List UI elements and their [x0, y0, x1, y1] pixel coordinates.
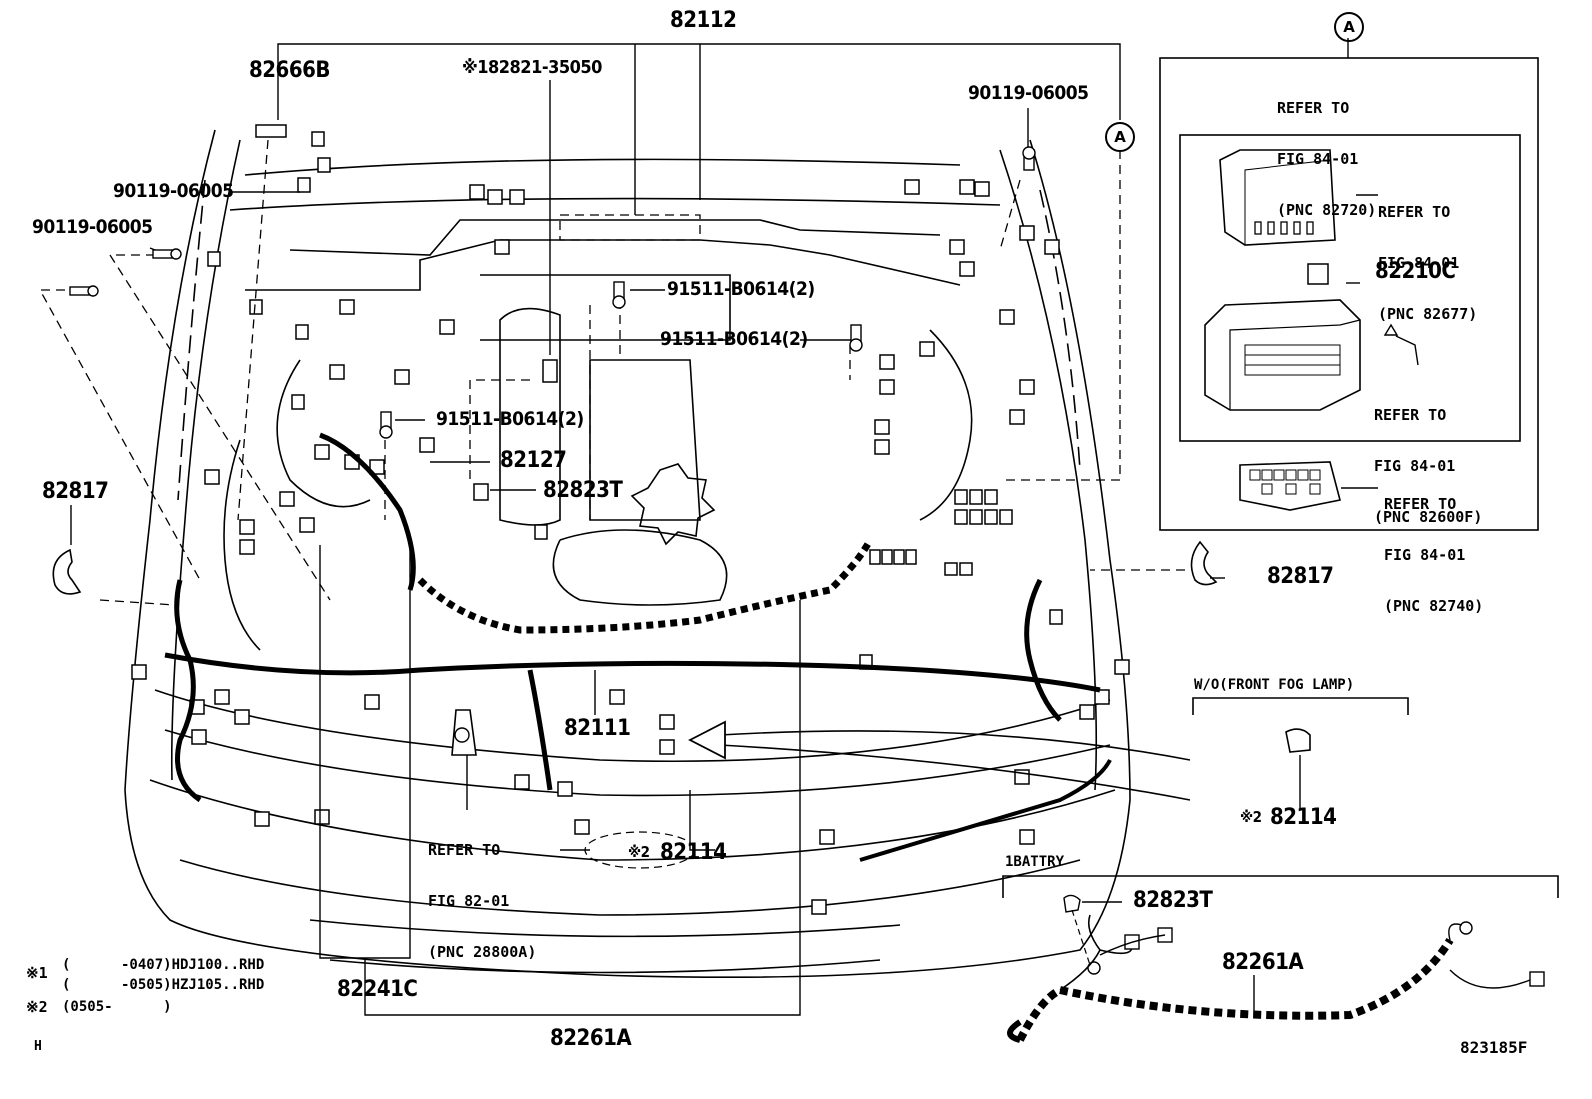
label-82666B: 82666B — [249, 58, 330, 83]
refer-line-3: (PNC 28800A) — [428, 943, 537, 961]
refer-82600F-line-2: FIG 84-01 — [1374, 457, 1456, 475]
clamp-82817-left — [52, 548, 82, 595]
relay-block-82677 — [1219, 149, 1336, 246]
refer-82720-line-2: FIG 84-01 — [1277, 150, 1359, 168]
label-90119-left-2: 90119-06005 — [32, 216, 153, 238]
fog-arrow-head — [688, 720, 726, 760]
label-82817-right: 82817 — [1267, 564, 1334, 589]
drawing-number: 823185F — [1460, 1038, 1528, 1057]
horn-connector — [451, 709, 477, 756]
clip-part — [1383, 323, 1399, 336]
label-82114-fog-mark: ※2 — [1240, 808, 1262, 826]
label-91511-b: 91511-B0614(2) — [660, 328, 808, 350]
relay-82210C — [1307, 263, 1329, 285]
refer-line-2: FIG 82-01 — [428, 892, 510, 910]
refer-82600F-line-3: (PNC 82600F) — [1374, 508, 1483, 526]
refer-82740: REFER TO FIG 84-01 (PNC 82740) — [1384, 462, 1483, 632]
inset-a — [1159, 38, 1539, 531]
horn-area-outline — [584, 831, 696, 869]
refer-line-1: REFER TO — [428, 841, 501, 859]
refer-fig-82-01: REFER TO FIG 82-01 (PNC 28800A) — [428, 808, 536, 978]
refer-82677-line-1: REFER TO — [1378, 203, 1451, 221]
refer-82677: REFER TO FIG 84-01 (PNC 82677) — [1378, 170, 1477, 340]
note2-mark: ※2 — [26, 998, 48, 1016]
label-82823T-battery: 82823T — [1133, 888, 1213, 913]
label-91511-c: 91511-B0614(2) — [436, 408, 584, 430]
label-82817-left: 82817 — [42, 479, 109, 504]
label-82114-main: 82114 — [660, 840, 727, 865]
refer-82720: REFER TO FIG 84-01 (PNC 82720) — [1277, 66, 1376, 236]
refer-82740-line-2: FIG 84-01 — [1384, 546, 1466, 564]
label-82111: 82111 — [564, 716, 631, 741]
battery-inset — [1002, 875, 1559, 1043]
main-harness — [164, 432, 1101, 803]
bolts — [69, 146, 1036, 439]
horn-connector-eye — [454, 727, 470, 743]
label-91511-a: 91511-B0614(2) — [667, 278, 815, 300]
marker-a-inset: A — [1334, 12, 1364, 42]
label-82114-fog: 82114 — [1270, 805, 1337, 830]
label-82261A-main: 82261A — [550, 1026, 632, 1051]
note1-line1: ( -0407)HDJ100..RHD — [62, 957, 265, 973]
label-82821-35050: ※182821-35050 — [462, 57, 602, 78]
vehicle-outline — [124, 129, 1131, 979]
refer-82677-line-3: (PNC 82677) — [1378, 305, 1478, 323]
leader-lines — [38, 139, 1185, 606]
label-82114-mark: ※2 — [628, 843, 650, 861]
fog-arrow-shaft — [719, 730, 1191, 761]
refer-82740-line-3: (PNC 82740) — [1384, 597, 1484, 615]
label-82241C: 82241C — [337, 977, 418, 1002]
note2-line: (0505- ) — [62, 999, 172, 1015]
refer-82740-line-1: REFER TO — [1384, 495, 1457, 513]
refer-82720-line-3: (PNC 82720) — [1277, 201, 1377, 219]
label-82261A-battery: 82261A — [1222, 950, 1304, 975]
clamp-82817-right — [1190, 540, 1218, 586]
battery-cable — [859, 759, 1112, 862]
label-82127: 82127 — [500, 448, 567, 473]
fog-box-bracket — [1192, 697, 1409, 715]
note1-line2: ( -0505)HZJ105..RHD — [62, 977, 265, 993]
harness-82261A-route — [417, 538, 874, 634]
fog-box-title: W/O(FRONT FOG LAMP) — [1194, 677, 1355, 693]
battery-box-title: 1BATTRY — [1005, 854, 1065, 870]
marker-a-harness: A — [1105, 122, 1135, 152]
label-82112: 82112 — [670, 8, 737, 33]
fog-arrow-shaft-lower — [719, 744, 1191, 801]
callout-lines — [70, 43, 1419, 1016]
connector-82114-fog — [1285, 728, 1311, 753]
refer-82600F: REFER TO FIG 84-01 (PNC 82600F) — [1374, 373, 1482, 543]
label-82823T: 82823T — [543, 478, 623, 503]
corner-mark: H — [34, 1039, 42, 1054]
label-82210C: 82210C — [1375, 259, 1456, 284]
refer-82600F-line-1: REFER TO — [1374, 406, 1447, 424]
label-90119-left-1: 90119-06005 — [113, 180, 234, 202]
label-90119-top-right: 90119-06005 — [968, 82, 1089, 104]
refer-82677-line-2: FIG 84-01 — [1378, 254, 1460, 272]
refer-82720-line-1: REFER TO — [1277, 99, 1350, 117]
note1-mark: ※1 — [26, 964, 48, 982]
